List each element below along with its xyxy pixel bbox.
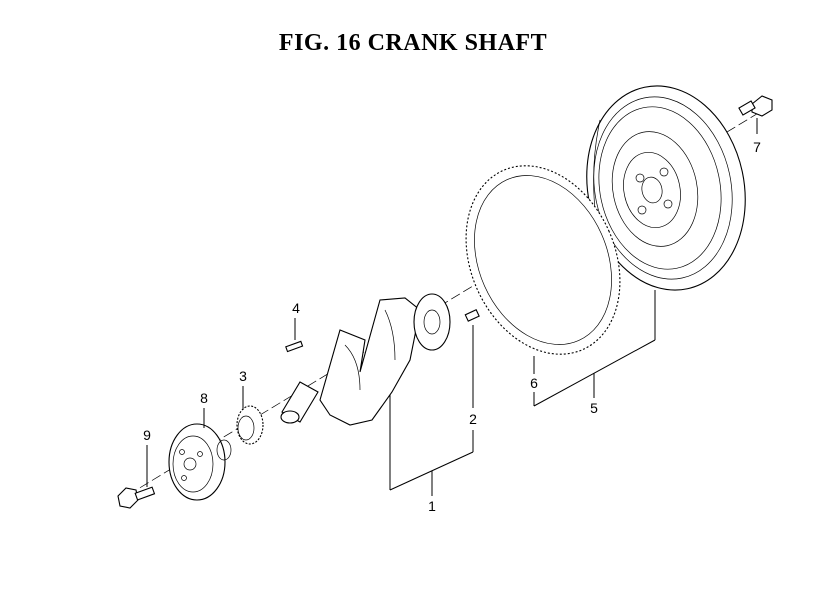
callout-3: 3 [239, 368, 247, 384]
crank-pulley [168, 423, 232, 501]
leader-lines [146, 118, 758, 496]
flywheel-bolt [738, 95, 773, 117]
callout-9: 9 [143, 427, 151, 443]
callout-2: 2 [469, 411, 477, 427]
callout-6: 6 [530, 375, 538, 391]
woodruff-key [285, 340, 304, 353]
callout-1: 1 [428, 498, 436, 514]
callout-7: 7 [753, 139, 761, 155]
callout-8: 8 [200, 390, 208, 406]
ring-gear [465, 165, 621, 355]
pulley-bolt [117, 486, 156, 509]
callout-4: 4 [292, 300, 300, 316]
callout-5: 5 [590, 400, 598, 416]
crankshaft [280, 293, 451, 426]
crank-gear [236, 405, 264, 445]
figure-title: FIG. 16 CRANK SHAFT [278, 30, 548, 56]
dowel-pin [464, 309, 480, 322]
